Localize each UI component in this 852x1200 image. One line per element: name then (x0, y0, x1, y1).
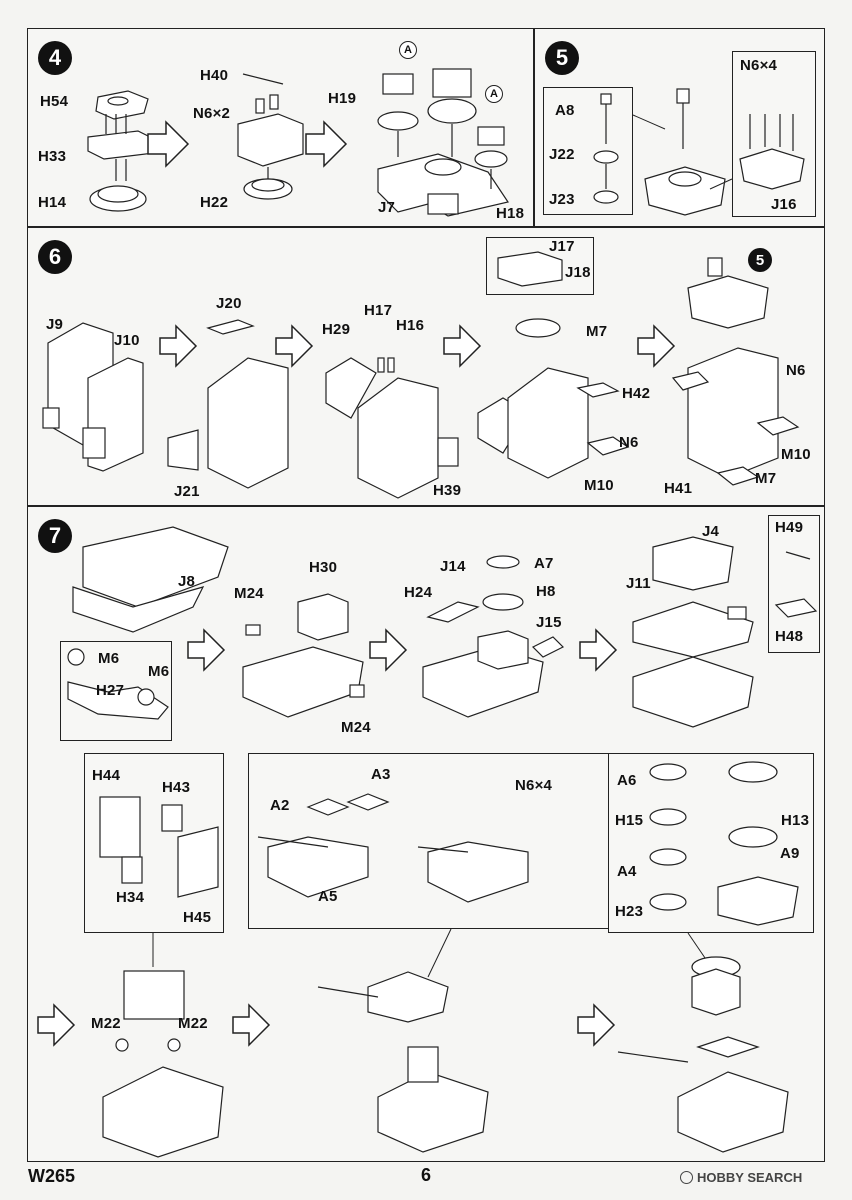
part-label: M6 (98, 650, 120, 667)
step-5-inset-right (732, 51, 816, 217)
part-label: N6 (619, 434, 639, 451)
part-label: N6 (786, 362, 806, 379)
part-label: H33 (38, 148, 67, 165)
part-label: M22 (178, 1015, 208, 1032)
step-5-drawing (593, 88, 805, 216)
part-label: M7 (586, 323, 608, 340)
step-7-badge: 7 (38, 519, 72, 553)
part-label: A8 (555, 102, 575, 119)
part-label: H40 (200, 67, 229, 84)
step-7-panel: 7 (27, 506, 825, 1162)
part-label: H54 (40, 93, 69, 110)
part-label: M10 (781, 446, 811, 463)
watermark-text: HOBBY SEARCH (697, 1170, 803, 1185)
kit-code: W265 (28, 1166, 76, 1186)
part-label: J23 (549, 191, 575, 208)
part-label: J18 (565, 264, 591, 281)
part-label: M22 (91, 1015, 121, 1032)
part-label: H43 (162, 779, 191, 796)
part-label: A9 (780, 845, 800, 862)
part-label: N6×4 (515, 777, 553, 794)
part-label: J7 (378, 199, 396, 216)
step-6-panel: 6 5 (27, 227, 825, 506)
step-5-inset-left (543, 87, 633, 215)
part-label: A5 (318, 888, 338, 905)
part-label: H30 (309, 559, 338, 576)
part-label: J15 (536, 614, 562, 631)
part-label: H24 (404, 584, 433, 601)
part-label: A2 (270, 797, 290, 814)
part-label: H42 (622, 385, 651, 402)
part-label: H13 (781, 812, 810, 829)
step-5-badge: 5 (545, 41, 579, 75)
part-label: H23 (615, 903, 644, 920)
step-5-panel: 5 A8 J22 J23 N6×4 J16 (534, 28, 825, 227)
step-7-inset-h49 (768, 515, 820, 653)
part-label: H49 (775, 519, 804, 536)
part-label: H44 (92, 767, 121, 784)
part-label: H48 (775, 628, 804, 645)
part-label: J20 (216, 295, 242, 312)
step-5-ref-badge: 5 (748, 248, 772, 272)
part-label: J21 (174, 483, 200, 500)
step-6-drawing (42, 251, 800, 499)
part-label: H8 (536, 583, 556, 600)
part-label: N6×2 (193, 105, 231, 122)
step-4-panel: 4 (27, 28, 534, 227)
part-label: J17 (549, 238, 575, 255)
part-label: J8 (178, 573, 196, 590)
part-label: A4 (617, 863, 637, 880)
part-label: J9 (46, 316, 64, 333)
part-label: H18 (496, 205, 525, 222)
part-label: J4 (702, 523, 720, 540)
step-4-badge: 4 (38, 41, 72, 75)
watermark-logo-icon (680, 1171, 693, 1184)
page-number: 6 (421, 1165, 432, 1185)
ref-a-marker: A (399, 41, 417, 59)
ref-a-marker: A (485, 85, 503, 103)
step-6-badge: 6 (38, 240, 72, 274)
part-label: H39 (433, 482, 462, 499)
part-label: H45 (183, 909, 212, 926)
part-label: H22 (200, 194, 229, 211)
step-7-drawing (37, 526, 818, 1158)
part-label: M10 (584, 477, 614, 494)
part-label: H15 (615, 812, 644, 829)
part-label: M6 (148, 663, 170, 680)
part-label: M24 (234, 585, 264, 602)
part-label: J16 (771, 196, 797, 213)
part-label: H17 (364, 302, 393, 319)
part-label: J22 (549, 146, 575, 163)
watermark: HOBBY SEARCH (680, 1170, 802, 1185)
part-label: H16 (396, 317, 425, 334)
step-4-drawing (87, 68, 509, 217)
part-label: H29 (322, 321, 351, 338)
part-label: H41 (664, 480, 693, 497)
part-label: H19 (328, 90, 357, 107)
part-label: A6 (617, 772, 637, 789)
part-label: N6×4 (740, 57, 778, 74)
part-label: A7 (534, 555, 554, 572)
part-label: J10 (114, 332, 140, 349)
part-label: A3 (371, 766, 391, 783)
part-label: J14 (440, 558, 466, 575)
part-label: J11 (626, 575, 651, 592)
part-label: H27 (96, 682, 125, 699)
part-label: H34 (116, 889, 145, 906)
part-label: M7 (755, 470, 777, 487)
part-label: M24 (341, 719, 371, 736)
part-label: H14 (38, 194, 67, 211)
